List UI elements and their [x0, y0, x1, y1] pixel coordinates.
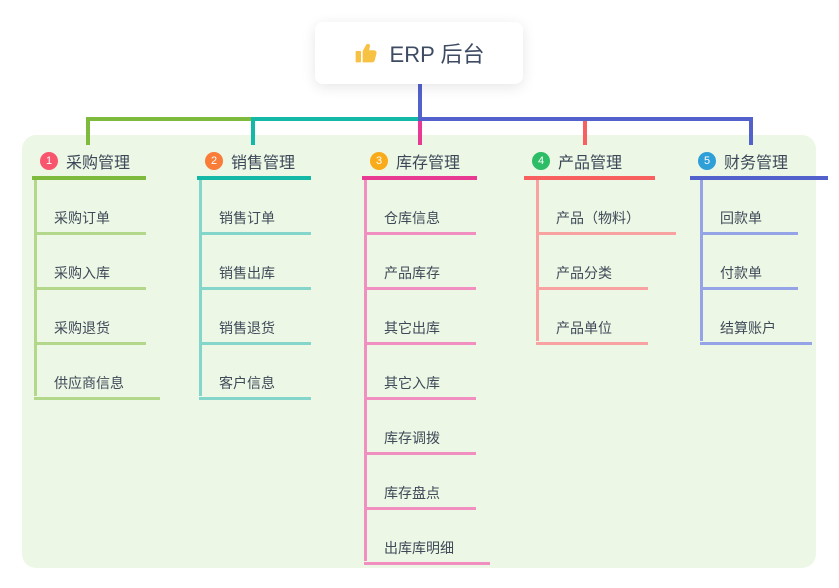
branch-label: 库存管理	[396, 155, 461, 172]
child-node-finance-2[interactable]: 付款单	[700, 250, 798, 290]
child-node-label: 库存调拨	[384, 430, 440, 446]
branch-child-connector	[700, 180, 703, 341]
child-node-sales-3[interactable]: 销售退货	[199, 305, 311, 345]
child-node-purchase-2[interactable]: 采购入库	[34, 250, 146, 290]
branch-header-sales[interactable]: 2 销售管理	[197, 146, 311, 180]
child-node-inventory-6[interactable]: 库存盘点	[364, 470, 476, 510]
branch-label: 销售管理	[231, 155, 296, 172]
child-node-purchase-3[interactable]: 采购退货	[34, 305, 146, 345]
branch-child-connector	[364, 180, 367, 561]
child-node-label: 销售出库	[219, 265, 275, 281]
child-node-inventory-2[interactable]: 产品库存	[364, 250, 476, 290]
child-node-label: 仓库信息	[384, 210, 440, 226]
root-label: ERP 后台	[389, 42, 485, 67]
child-node-label: 付款单	[720, 265, 762, 281]
branch-badge-finance: 5	[698, 152, 716, 170]
branch-label: 采购管理	[66, 155, 131, 172]
connector-segment	[418, 84, 753, 145]
child-node-sales-1[interactable]: 销售订单	[199, 195, 311, 235]
child-node-inventory-4[interactable]: 其它入库	[364, 360, 476, 400]
branch-badge-sales: 2	[205, 152, 223, 170]
child-node-inventory-5[interactable]: 库存调拨	[364, 415, 476, 455]
child-node-label: 采购入库	[54, 265, 110, 281]
branch-header-product[interactable]: 4 产品管理	[524, 146, 655, 180]
child-node-inventory-1[interactable]: 仓库信息	[364, 195, 476, 235]
child-node-product-2[interactable]: 产品分类	[536, 250, 648, 290]
child-node-label: 产品库存	[384, 265, 440, 281]
child-node-label: 其它入库	[384, 375, 440, 391]
child-node-label: 结算账户	[720, 320, 776, 336]
child-node-label: 库存盘点	[384, 485, 440, 501]
child-node-label: 产品单位	[556, 320, 612, 336]
child-node-sales-2[interactable]: 销售出库	[199, 250, 311, 290]
branch-header-purchase[interactable]: 1 采购管理	[32, 146, 146, 180]
child-node-finance-3[interactable]: 结算账户	[700, 305, 812, 345]
child-node-product-3[interactable]: 产品单位	[536, 305, 648, 345]
branch-badge-purchase: 1	[40, 152, 58, 170]
child-node-label: 销售订单	[219, 210, 275, 226]
child-node-label: 采购订单	[54, 210, 110, 226]
branch-header-inventory[interactable]: 3 库存管理	[362, 146, 477, 180]
branch-badge-product: 4	[532, 152, 550, 170]
child-node-purchase-4[interactable]: 供应商信息	[34, 360, 160, 400]
connector-segment	[251, 117, 420, 145]
thumbs-up-icon	[354, 40, 380, 66]
connector-segment	[86, 117, 253, 145]
root-node-erp[interactable]: ERP 后台	[315, 22, 523, 84]
child-node-label: 客户信息	[219, 375, 275, 391]
child-node-label: 采购退货	[54, 320, 110, 336]
child-node-product-1[interactable]: 产品（物料）	[536, 195, 676, 235]
child-node-label: 其它出库	[384, 320, 440, 336]
child-node-label: 销售退货	[219, 320, 275, 336]
branches-panel-background	[22, 135, 816, 568]
child-node-finance-1[interactable]: 回款单	[700, 195, 798, 235]
branch-badge-inventory: 3	[370, 152, 388, 170]
child-node-label: 供应商信息	[54, 375, 124, 391]
child-node-inventory-7[interactable]: 出库库明细	[364, 525, 490, 565]
child-node-purchase-1[interactable]: 采购订单	[34, 195, 146, 235]
child-node-label: 产品（物料）	[556, 210, 640, 226]
branch-label: 产品管理	[558, 155, 623, 172]
branch-child-connector	[536, 180, 539, 341]
child-node-label: 出库库明细	[384, 540, 454, 556]
child-node-label: 产品分类	[556, 265, 612, 281]
branch-header-finance[interactable]: 5 财务管理	[690, 146, 828, 180]
child-node-sales-4[interactable]: 客户信息	[199, 360, 311, 400]
child-node-inventory-3[interactable]: 其它出库	[364, 305, 476, 345]
branch-label: 财务管理	[724, 155, 789, 172]
child-node-label: 回款单	[720, 210, 762, 226]
